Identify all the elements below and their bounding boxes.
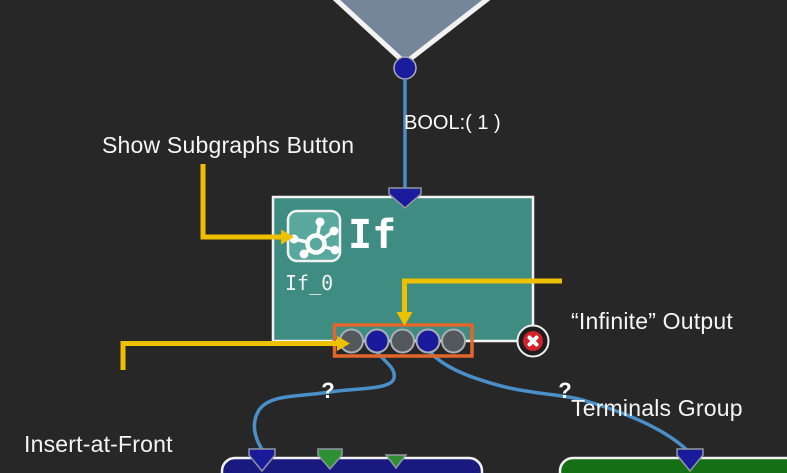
- output-terminals-group[interactable]: [339, 328, 466, 354]
- delete-node-button[interactable]: [516, 324, 550, 358]
- upstream-output-terminal[interactable]: [393, 56, 417, 80]
- branch-wire-left[interactable]: [252, 350, 396, 452]
- if-input-terminal-arrow[interactable]: [388, 187, 422, 209]
- output-terminal-3-potential[interactable]: [390, 328, 415, 354]
- navy-node-input-terminal-green-2[interactable]: [384, 454, 408, 470]
- if-node-instance-name: If_0: [285, 271, 334, 295]
- branch-node-navy[interactable]: [220, 456, 484, 473]
- annotation-insert-at-front: Insert-at-Front Potential Terminal: [24, 372, 210, 473]
- if-node-title: If: [348, 212, 397, 258]
- delete-x-icon: [527, 335, 539, 347]
- output-terminal-2-connected[interactable]: [364, 328, 390, 354]
- subgraph-network-icon: [289, 217, 340, 259]
- upstream-node[interactable]: [330, 0, 494, 67]
- wire-question-label-right: ?: [558, 378, 572, 403]
- green-node-input-terminal-bool[interactable]: [676, 448, 704, 473]
- annotation-arrow-infinite-output: [396, 278, 562, 326]
- annotation-show-subgraphs: Show Subgraphs Button: [102, 132, 355, 158]
- wire-question-label-left: ?: [321, 378, 335, 403]
- navy-node-input-terminal-bool[interactable]: [248, 448, 276, 473]
- annotation-insert-at-front-line1: Insert-at-Front: [24, 431, 173, 457]
- infinite-terminals-highlight-box: [332, 323, 474, 358]
- wire-type-label: BOOL:( 1 ): [404, 112, 501, 134]
- annotation-infinite-output-line1: “Infinite” Output: [571, 308, 733, 334]
- output-terminal-4-connected[interactable]: [415, 328, 441, 354]
- branch-wire-right[interactable]: [428, 350, 690, 453]
- navy-node-input-terminal-green-1[interactable]: [317, 448, 343, 471]
- annotation-infinite-output-line2: Terminals Group: [571, 395, 743, 421]
- annotation-arrow-insert-at-front: [120, 336, 350, 370]
- output-terminal-5-potential[interactable]: [441, 328, 466, 354]
- annotation-infinite-output: “Infinite” Output Terminals Group: [571, 249, 743, 473]
- annotation-arrow-show-subgraphs: [200, 164, 294, 245]
- show-subgraphs-button[interactable]: [286, 209, 342, 263]
